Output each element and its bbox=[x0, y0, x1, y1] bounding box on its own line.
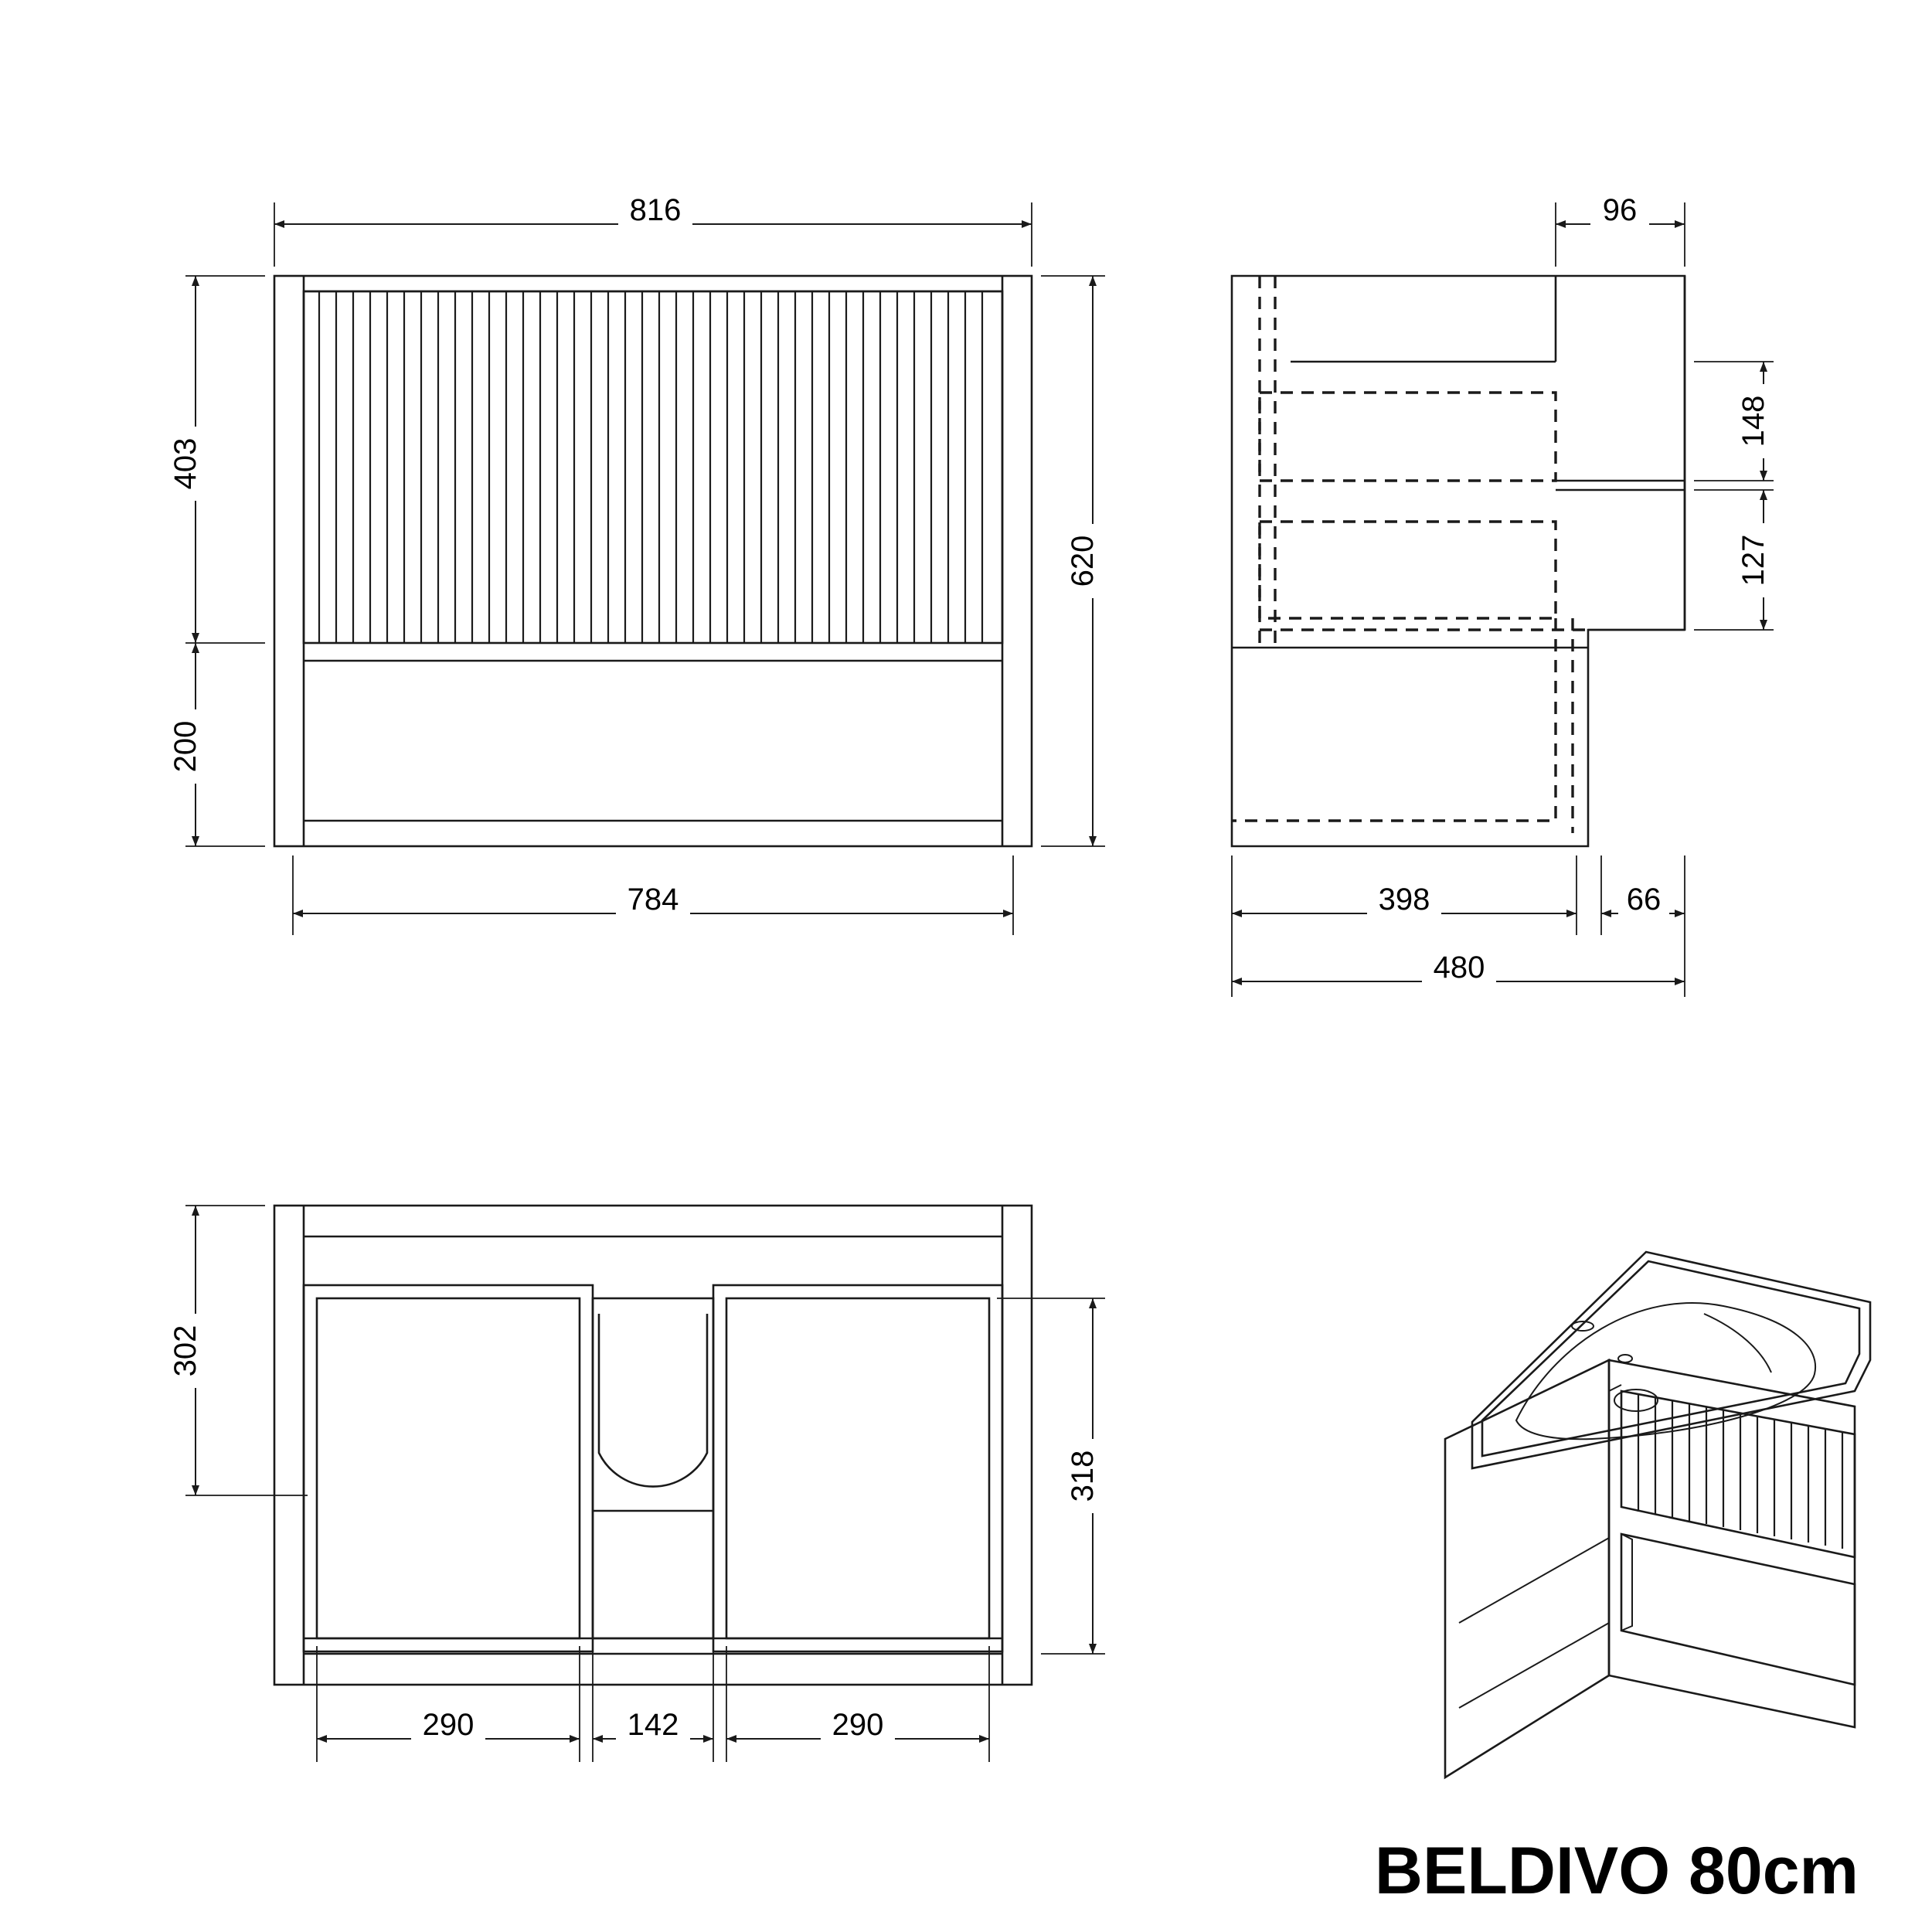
fluted-panel-slats bbox=[318, 291, 984, 643]
dim-plan-left-compartment: 290 bbox=[316, 1646, 580, 1762]
dim-front-height-overall: 620 bbox=[1041, 275, 1113, 847]
plan-section-view: 302 318 290 bbox=[168, 1204, 1113, 1762]
dim-side-upper-drawer-height: 148 bbox=[1694, 361, 1784, 481]
dim-front-lower-height: 200 bbox=[168, 643, 265, 847]
dim-front-slat-panel-height: 403 bbox=[168, 275, 265, 644]
side-hidden-drawers bbox=[1232, 276, 1588, 833]
dim-label-plan-right-compartment: 290 bbox=[832, 1708, 884, 1742]
dim-label-side-lower-drawer-height: 127 bbox=[1736, 535, 1770, 587]
dim-label-front-lower-height: 200 bbox=[168, 721, 202, 773]
dim-side-depth-overall: 480 bbox=[1231, 935, 1685, 997]
dim-label-plan-depth-outer: 302 bbox=[168, 1325, 202, 1377]
side-elevation-view: 96 148 127 bbox=[1230, 193, 1784, 997]
dim-label-plan-depth-inner: 318 bbox=[1066, 1451, 1100, 1502]
dim-label-side-depth-overall: 480 bbox=[1434, 951, 1485, 985]
dim-label-front-width-overall: 816 bbox=[630, 193, 682, 227]
dim-label-front-height-overall: 620 bbox=[1066, 536, 1100, 587]
dim-front-width-inner: 784 bbox=[292, 855, 1014, 935]
dim-label-plan-center-compartment: 142 bbox=[628, 1708, 679, 1742]
dim-label-plan-left-compartment: 290 bbox=[423, 1708, 474, 1742]
dim-label-side-top-offset: 96 bbox=[1603, 193, 1638, 227]
perspective-fluted-slats bbox=[1637, 1394, 1844, 1549]
dim-side-top-offset: 96 bbox=[1555, 193, 1685, 267]
dim-plan-depth-inner: 318 bbox=[997, 1298, 1113, 1655]
dim-side-body-depth: 398 bbox=[1231, 855, 1577, 935]
dim-plan-center-compartment: 142 bbox=[592, 1646, 714, 1762]
dim-front-width-overall: 816 bbox=[274, 193, 1032, 267]
dim-side-front-overhang: 66 bbox=[1600, 855, 1685, 935]
dim-side-lower-drawer-height: 127 bbox=[1694, 489, 1784, 631]
dim-label-side-upper-drawer-height: 148 bbox=[1736, 396, 1770, 447]
dim-label-front-slat-panel-height: 403 bbox=[168, 438, 202, 490]
dim-plan-right-compartment: 290 bbox=[726, 1646, 990, 1762]
drawing-title: BELDIVO 80cm bbox=[1375, 1834, 1859, 1908]
perspective-view bbox=[1444, 1250, 1872, 1780]
dim-plan-depth-outer: 302 bbox=[168, 1205, 308, 1496]
front-elevation-view: 816 403 200 bbox=[168, 193, 1113, 935]
dim-label-front-width-inner: 784 bbox=[628, 883, 679, 917]
dim-label-side-body-depth: 398 bbox=[1379, 883, 1430, 917]
dim-label-side-front-overhang: 66 bbox=[1627, 883, 1662, 917]
